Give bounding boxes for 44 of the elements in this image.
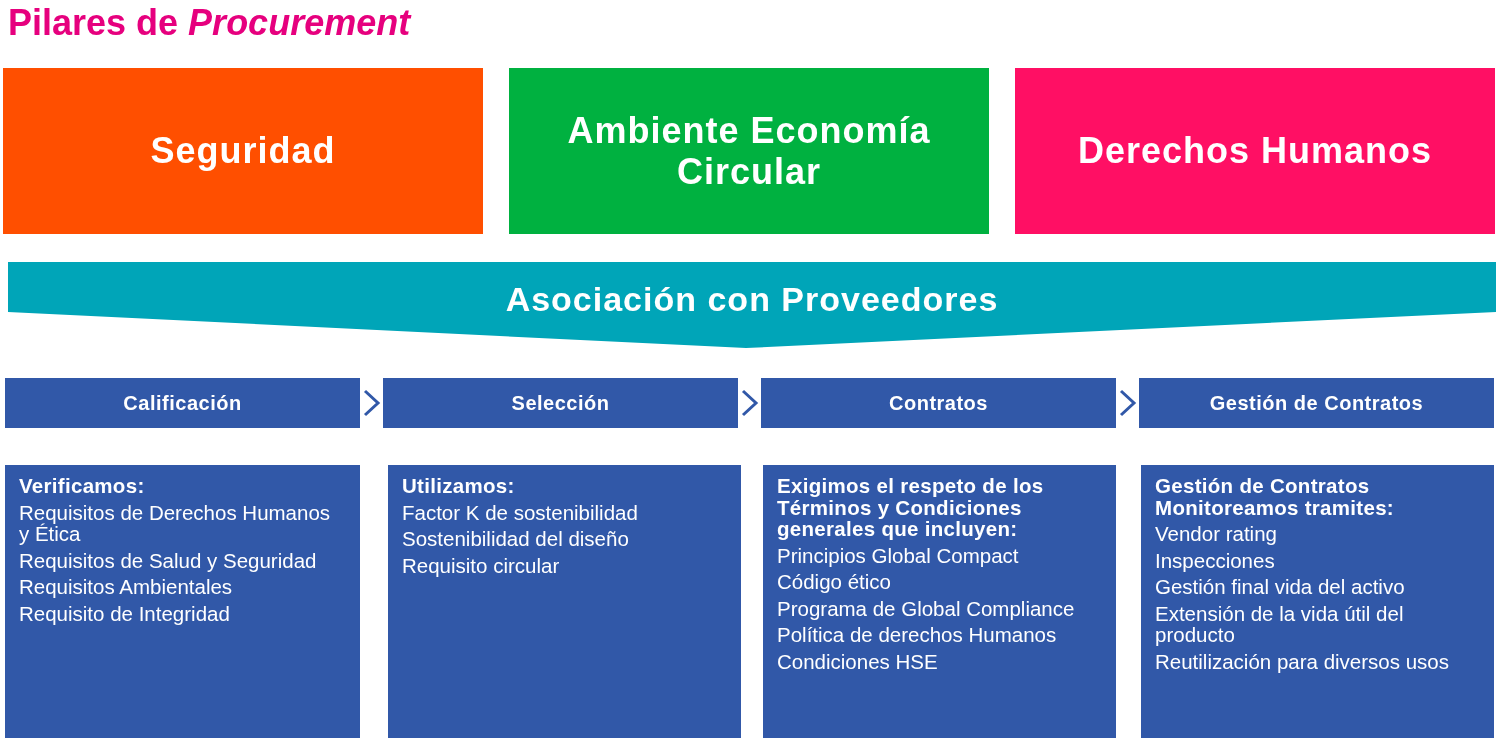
list-item: Código ético [777,571,891,593]
chevron-arrow [364,389,381,417]
panel-heading: Verificamos: [19,475,145,497]
list-item: Requisito circular [402,554,560,577]
banner-title: Asociación con Proveedores [505,280,999,319]
stage-header [1139,378,1494,428]
list-item: Requisitos Ambientales [19,576,233,598]
pillar-title: Seguridad [150,130,336,172]
panel-heading: Gestión de Contratos Monitoreamos tramites: [1155,475,1395,519]
panel-heading: Exigimos el respeto de los Términos y Condiciones generales que incluyen: [777,475,1045,540]
list-item: Requisitos de Salud y Seguridad [19,549,317,572]
stage-title: Contratos [889,391,988,415]
list-item: Extensión de la vida útil del producto [1155,602,1405,646]
pillar-box [509,68,989,234]
stage-title: Selección [511,391,610,415]
pillar-box [3,68,483,234]
content-panel [388,465,741,738]
list-item: Requisitos de Derechos Humanos y Ética [19,501,332,545]
list-item: Factor K de sostenibilidad [402,501,638,524]
content-panel [1141,465,1494,738]
list-item: Principios Global Compact [777,544,1019,567]
pillar-title: Derechos Humanos [1077,130,1433,172]
stage-header [383,378,738,428]
stage-title: Gestión de Contratos [1209,391,1424,415]
list-item: Vendor rating [1155,523,1277,545]
stage-header [761,378,1116,428]
pillar-title: Ambiente Economía Circular [566,109,932,193]
stage-title: Calificación [123,391,242,415]
pillar-box [1015,68,1495,234]
list-item: Programa de Global Compliance [777,597,1075,620]
list-item: Inspecciones [1155,549,1275,572]
content-panel [763,465,1116,738]
chevron-arrow [1120,389,1137,417]
title: Pilares de Procurement [8,2,411,44]
list-item: Política de derechos Humanos [777,624,1057,646]
panel-heading: Utilizamos: [402,475,515,497]
list-item: Reutilización para diversos usos [1155,650,1449,673]
stage-header [5,378,360,428]
list-item: Sostenibilidad del diseño [402,528,629,550]
chevron-arrow [742,389,759,417]
list-item: Requisito de Integridad [19,602,230,625]
content-panel [5,465,360,738]
list-item: Condiciones HSE [777,650,938,673]
list-item: Gestión final vida del activo [1155,576,1405,598]
